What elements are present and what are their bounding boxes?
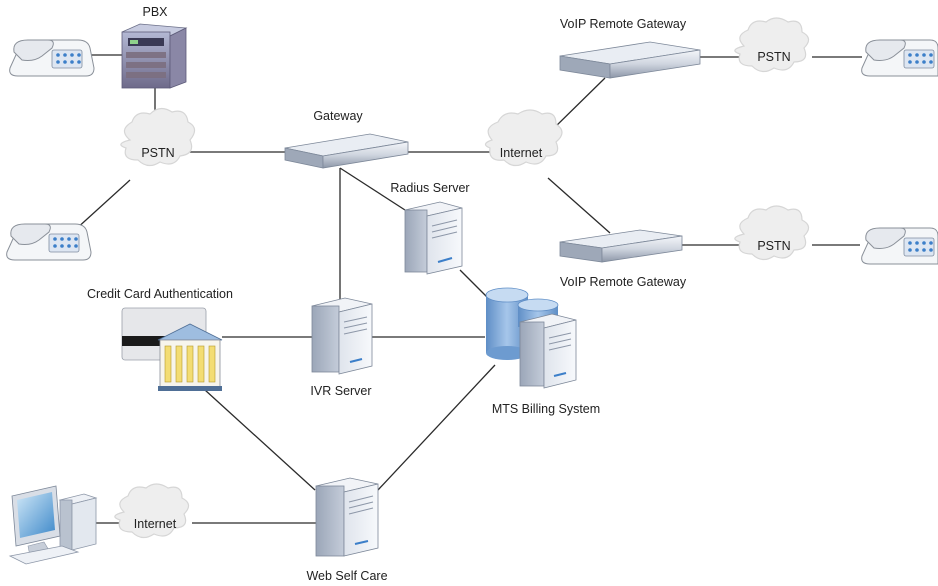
node-label-pbx: PBX (142, 5, 168, 19)
cloud-pstn-bottom-right: PSTN (734, 205, 810, 261)
cloud-label: Internet (134, 517, 177, 531)
billing-system-node: MTS Billing System (485, 287, 600, 416)
node-label-credit-card: Credit Card Authentication (87, 287, 233, 301)
desktop-computer-icon (8, 485, 98, 565)
gateway-appliance-icon (559, 229, 683, 263)
cloud-label: PSTN (757, 239, 790, 253)
network-cloud-icon (114, 483, 190, 539)
pbx-switch-icon (121, 23, 188, 89)
gateway-node: Gateway (284, 109, 409, 169)
network-cloud-icon (734, 17, 810, 73)
voip-gateway-bottom-node: VoIP Remote Gateway (559, 229, 687, 289)
web-self-care-node: Web Self Care (306, 477, 388, 583)
network-cloud-icon (120, 107, 196, 167)
desk-phone-icon (9, 39, 95, 77)
pbx-node: PBX (121, 5, 188, 89)
cloud-label: PSTN (141, 146, 174, 160)
link-radius-billing (459, 269, 491, 301)
node-label-ivr: IVR Server (310, 384, 371, 398)
ivr-server-node: IVR Server (310, 297, 373, 398)
node-label-gateway: Gateway (313, 109, 363, 123)
radius-server-node: Radius Server (390, 181, 470, 275)
tower-server-icon (315, 477, 379, 557)
tower-server-icon (519, 313, 577, 389)
desk-phone-icon (861, 227, 938, 265)
node-label-billing: MTS Billing System (492, 402, 600, 416)
network-cloud-icon (484, 109, 563, 167)
cloud-pstn-top-right: PSTN (734, 17, 810, 73)
node-label-web-self-care: Web Self Care (306, 569, 387, 583)
tower-server-icon (404, 201, 463, 275)
link-billing-webselfcare (377, 364, 496, 491)
bank-card-icon (121, 307, 223, 391)
connection-lines (74, 54, 862, 524)
link-internet-voip-bottom (547, 177, 611, 234)
desk-phone-icon (6, 223, 92, 261)
voip-gateway-top-node: VoIP Remote Gateway (559, 17, 701, 79)
link-internet-voip-top (551, 77, 606, 131)
gateway-appliance-icon (284, 133, 409, 169)
network-cloud-icon (734, 205, 810, 261)
link-card-webselfcare (204, 389, 316, 491)
link-pstn-phone (74, 179, 131, 231)
link-gateway-radius (339, 167, 406, 211)
node-label-radius: Radius Server (390, 181, 469, 195)
credit-card-node: Credit Card Authentication (87, 287, 233, 391)
cloud-internet-center: Internet (484, 109, 563, 167)
node-label-voip-bottom: VoIP Remote Gateway (560, 275, 687, 289)
tower-server-icon (311, 297, 373, 375)
node-label-voip-top: VoIP Remote Gateway (560, 17, 687, 31)
cloud-pstn-left: PSTN (120, 107, 196, 167)
cloud-internet-bottom-left: Internet (114, 483, 190, 539)
gateway-appliance-icon (559, 41, 701, 79)
cloud-label: Internet (500, 146, 543, 160)
desk-phone-icon (861, 39, 938, 77)
cloud-label: PSTN (757, 50, 790, 64)
